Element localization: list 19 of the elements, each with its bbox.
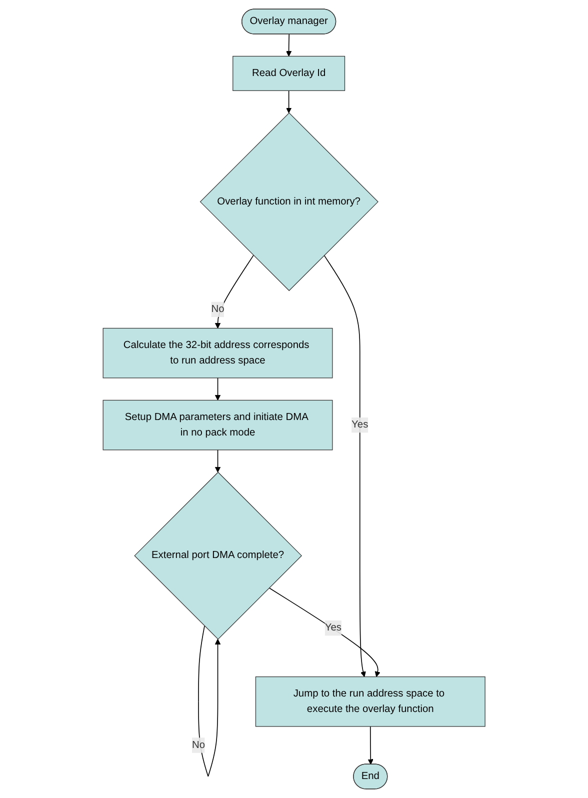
- arrow: [214, 450, 220, 472]
- node-box: Setup DMA parameters and initiate DMA in no pack mode: [102, 400, 333, 450]
- node-box: Jump to the run address space to execute the overlay function: [255, 676, 486, 727]
- arrow: [286, 34, 292, 56]
- edge-label: No: [192, 740, 205, 750]
- arrow: [198, 626, 220, 777]
- node-diamond: Overlay function in int memory?: [200, 112, 378, 292]
- arrow: [268, 587, 380, 678]
- arrow: [214, 254, 254, 328]
- arrow: [214, 378, 220, 400]
- node-box: Read Overlay Id: [232, 56, 345, 91]
- node-box: Calculate the 32-bit address corresponds to run address space: [102, 328, 333, 378]
- node-diamond: External port DMA complete?: [134, 472, 302, 640]
- arrow: [324, 254, 366, 678]
- edge-label: Yes: [324, 622, 342, 634]
- edge-label: No: [211, 304, 224, 315]
- arrow: [368, 726, 374, 765]
- edge-label: Yes: [351, 419, 368, 430]
- arrow: [286, 90, 292, 114]
